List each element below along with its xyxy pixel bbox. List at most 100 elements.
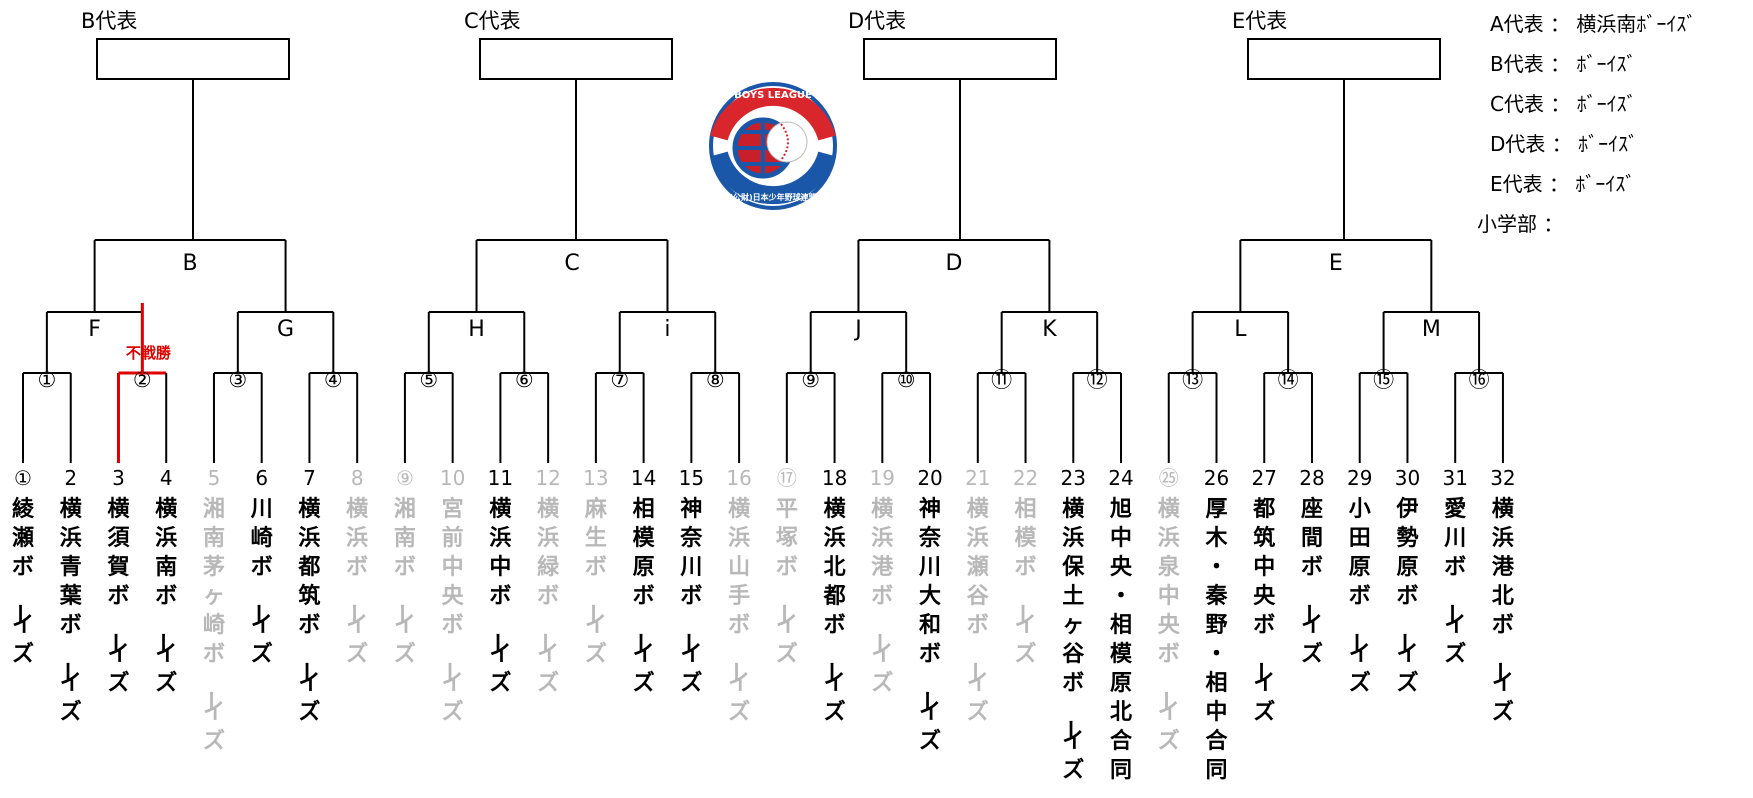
- team-name: 横浜都筑ボーイズ: [292, 497, 320, 725]
- walkover-label: 不戦勝: [126, 344, 172, 362]
- first-round-label: ⑧: [706, 368, 725, 392]
- team-seed: 20: [917, 466, 942, 490]
- team-name: 川崎ボーイズ: [245, 497, 273, 667]
- team-seed: 8: [351, 466, 364, 490]
- winner-box: [96, 38, 290, 80]
- team-seed: 2: [64, 466, 77, 490]
- legend-value: ﾎﾞｰｲｽﾞ: [1576, 52, 1637, 76]
- second-round-label: F: [88, 317, 101, 342]
- first-round-label: ⑥: [515, 368, 534, 392]
- legend-separator: ：: [1543, 52, 1577, 76]
- winner-box: [479, 38, 673, 80]
- first-round-label: ①: [37, 368, 56, 392]
- team-name: 横浜南ボーイズ: [149, 497, 177, 696]
- legend-separator: ：: [1543, 92, 1577, 116]
- team-seed: 13: [583, 466, 608, 490]
- second-round-label: K: [1042, 317, 1057, 342]
- team-name: 横浜保土ヶ谷ボーイズ: [1056, 497, 1085, 783]
- legend-row: B代表 ： ﾎﾞｰｲｽﾞ: [1490, 44, 1696, 84]
- team-name: 厚木・秦野・相中合同: [1204, 497, 1228, 783]
- team-seed: ⑰: [777, 466, 797, 490]
- team-seed: 29: [1347, 466, 1372, 490]
- legend-separator: ：: [1543, 12, 1577, 36]
- legend-row: A代表 ： 横浜南ﾎﾞｰｲｽﾞ: [1490, 4, 1696, 44]
- team-name: 湘南ボーイズ: [388, 497, 416, 667]
- team-name: 横浜山手ボーイズ: [722, 497, 750, 725]
- logo-bottom-text: (公財)日本少年野球連盟: [729, 192, 816, 202]
- first-round-label: ⑨: [801, 368, 820, 392]
- team-name: 横浜中ボーイズ: [483, 497, 511, 696]
- team-name: 横浜緑ボーイズ: [531, 497, 560, 696]
- legend-row: 小学部 ：: [1477, 204, 1696, 244]
- legend-separator: ：: [1537, 212, 1564, 236]
- team-seed: 3: [112, 466, 125, 490]
- legend-value: ﾎﾞｰｲｽﾞ: [1578, 132, 1639, 156]
- group-label: B: [183, 251, 198, 276]
- team-seed: 19: [870, 466, 895, 490]
- team-seed: 18: [822, 466, 847, 490]
- team-seed: 26: [1204, 466, 1229, 490]
- team-name: 横浜北都ボーイズ: [818, 497, 846, 725]
- second-round-label: J: [853, 317, 862, 342]
- team-seed: 24: [1108, 466, 1133, 490]
- winner-box: [1247, 38, 1441, 80]
- team-seed: 10: [440, 466, 465, 490]
- team-name: 相模ボーイズ: [1009, 497, 1038, 667]
- representative-label: C代表: [464, 9, 521, 33]
- legend-row: C代表 ： ﾎﾞｰｲｽﾞ: [1490, 84, 1696, 124]
- team-seed: 28: [1299, 466, 1324, 490]
- logo-red-arc: [710, 87, 836, 141]
- team-seed: 16: [726, 466, 751, 490]
- team-seed: ㉕: [1159, 466, 1179, 490]
- team-name: 相模原ボーイズ: [627, 497, 656, 696]
- first-round-label: ⑦: [610, 368, 629, 392]
- group-label: C: [564, 251, 579, 276]
- team-seed: 4: [160, 466, 173, 490]
- logo-top-text: BOYS LEAGUE: [734, 90, 812, 101]
- team-seed: 27: [1252, 466, 1277, 490]
- legend-separator: ：: [1542, 172, 1576, 196]
- team-seed: 32: [1490, 466, 1515, 490]
- legend-label: 小学部: [1477, 212, 1537, 236]
- team-seed: 6: [255, 466, 268, 490]
- team-seed: 11: [488, 466, 513, 490]
- legend-value: ﾎﾞｰｲｽﾞ: [1575, 172, 1636, 196]
- team-seed: 14: [631, 466, 656, 490]
- legend-label: E代表: [1490, 172, 1543, 196]
- team-name: 綾瀬ボーイズ: [6, 496, 35, 667]
- team-seed: 30: [1395, 466, 1420, 490]
- team-name: 横浜ボーイズ: [340, 497, 368, 667]
- team-name: 平塚ボーイズ: [770, 497, 798, 667]
- team-seed: 31: [1442, 466, 1467, 490]
- team-seed: ⑨: [396, 466, 414, 490]
- group-label: E: [1329, 251, 1343, 276]
- legend-separator: ：: [1545, 132, 1579, 156]
- first-round-label: ③: [228, 368, 247, 392]
- team-seed: 7: [303, 466, 316, 490]
- second-round-label: H: [468, 317, 485, 342]
- winner-box: [863, 38, 1057, 80]
- first-round-label: ⑤: [419, 368, 438, 392]
- team-name: 伊勢原ボーイズ: [1390, 496, 1418, 696]
- logo-globe-lines: [735, 120, 791, 176]
- first-round-label: ⑩: [897, 368, 916, 392]
- logo-blue-arc: [710, 151, 836, 205]
- team-name: 横浜港ボーイズ: [865, 497, 894, 696]
- team-name: 横浜瀬谷ボーイズ: [961, 497, 990, 725]
- representative-label: E代表: [1232, 9, 1287, 33]
- first-round-label: ②: [133, 368, 152, 392]
- legend-row: D代表 ： ﾎﾞｰｲｽﾞ: [1490, 124, 1696, 164]
- team-name: 宮前中央ボーイズ: [436, 496, 465, 725]
- legend-label: D代表: [1490, 132, 1546, 156]
- team-name: 小田原ボーイズ: [1343, 497, 1371, 696]
- team-seed: 5: [208, 466, 221, 490]
- first-round-label: ④: [324, 368, 343, 392]
- team-seed: 21: [965, 466, 990, 490]
- legend-label: B代表: [1490, 52, 1544, 76]
- team-name: 旭中央・相模原北合同: [1109, 497, 1133, 783]
- first-round-label: ⑫: [1087, 368, 1108, 392]
- first-round-label: ⑯: [1469, 368, 1490, 392]
- representative-label: D代表: [848, 9, 906, 33]
